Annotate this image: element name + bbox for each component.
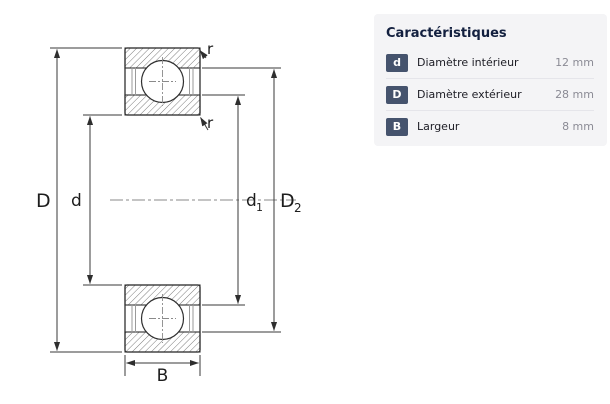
label-d2-base: D xyxy=(280,190,295,212)
leader-r-inner xyxy=(200,117,209,131)
characteristic-label: Diamètre extérieur xyxy=(417,88,522,101)
characteristic-label: Diamètre intérieur xyxy=(417,56,519,69)
bearing-drawing-svg: D d d 1 D 2 B r r xyxy=(36,40,302,386)
bearing-cross-section-diagram: D d d 1 D 2 B r r xyxy=(36,40,302,386)
dimension-badge-d: d xyxy=(386,53,408,72)
label-width: B xyxy=(157,366,169,386)
characteristics-panel: Caractéristiques d Diamètre intérieur 12… xyxy=(374,14,607,146)
panel-title: Caractéristiques xyxy=(386,26,507,41)
bearing-bottom-section xyxy=(124,284,201,353)
label-r-top: r xyxy=(207,40,214,58)
characteristic-value: 28 mm xyxy=(555,88,594,101)
label-inner-diameter: d xyxy=(71,191,82,211)
characteristic-row-width: B Largeur 8 mm xyxy=(386,110,594,142)
dimension-badge-D: D xyxy=(386,85,408,104)
characteristic-label: Largeur xyxy=(417,120,460,133)
label-d1-subscript: 1 xyxy=(256,201,263,214)
bearing-top-section xyxy=(124,47,201,116)
leader-r-top xyxy=(199,50,208,60)
characteristic-row-inner-diameter: d Diamètre intérieur 12 mm xyxy=(386,47,594,78)
dimension-badge-B: B xyxy=(386,117,408,136)
characteristic-value: 12 mm xyxy=(555,56,594,69)
label-d2-subscript: 2 xyxy=(294,201,302,215)
label-outer-diameter: D xyxy=(36,190,51,212)
characteristic-row-outer-diameter: D Diamètre extérieur 28 mm xyxy=(386,78,594,110)
characteristic-value: 8 mm xyxy=(562,120,594,133)
characteristics-list: d Diamètre intérieur 12 mm D Diamètre ex… xyxy=(386,47,594,142)
label-r-inner: r xyxy=(207,114,214,132)
dimension-lines xyxy=(50,47,281,376)
label-d1-base: d xyxy=(246,191,257,211)
